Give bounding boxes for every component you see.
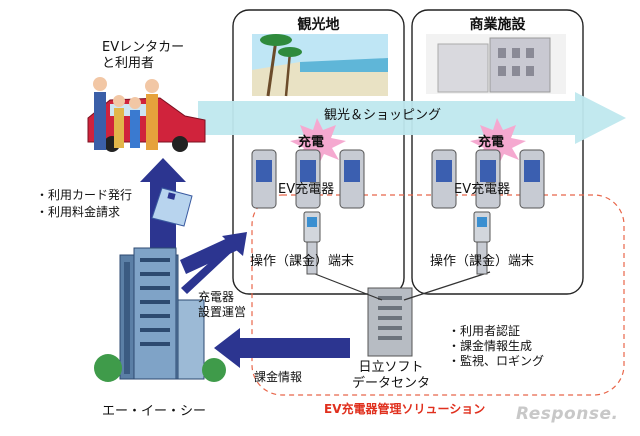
terminal-label-right: 操作（課金）端末 — [430, 254, 535, 269]
link-left — [309, 271, 383, 301]
ev-chargers-right — [431, 149, 545, 209]
commercial-title: 商業施設 — [469, 17, 526, 33]
ev-charger-label-left: EV充電器 — [278, 182, 335, 197]
terminal-label-left: 操作（課金）端末 — [250, 254, 355, 269]
billing-info-label: 課金情報 — [254, 370, 303, 384]
fee-billing-label: ・利用料金請求 — [36, 205, 121, 219]
ev-chargers-left — [251, 149, 365, 209]
dc-function-item: ・監視、ロギング — [448, 354, 545, 368]
tourist-title: 観光地 — [297, 17, 340, 33]
solution-label: EV充電器管理ソリューション — [324, 402, 486, 416]
datacenter-functions: ・利用者認証 ・課金情報生成 ・監視、ロギング — [448, 324, 544, 369]
link-right — [403, 271, 491, 301]
sightseeing-arrow-label: 観光＆ショッピング — [324, 108, 442, 123]
dc-function-item: ・利用者認証 — [448, 324, 521, 338]
response-watermark: Response. — [516, 404, 619, 424]
datacenter-label: 日立ソフト データセンタ — [351, 360, 430, 391]
billing-arrow — [214, 328, 350, 368]
building-photo — [426, 34, 566, 94]
ev-charger-label-right: EV充電器 — [454, 182, 511, 197]
charger-ops-label: 充電器 設置運営 — [198, 290, 247, 319]
dc-function-item: ・課金情報生成 — [448, 339, 533, 353]
terminal-left — [303, 211, 321, 275]
charge-label-left: 充電 — [298, 135, 325, 150]
ev-rental-user-label: EVレンタカー と利用者 — [102, 40, 185, 71]
office-building — [94, 247, 226, 382]
company-name: エー・イー・シー — [102, 404, 207, 419]
terminal-right — [473, 211, 491, 275]
datacenter-building — [367, 287, 413, 357]
car-and-family — [87, 77, 206, 152]
card-issue-label: ・利用カード発行 — [36, 188, 133, 202]
beach-photo — [252, 34, 388, 97]
charge-label-right: 充電 — [478, 135, 505, 150]
card-icon — [151, 187, 193, 227]
